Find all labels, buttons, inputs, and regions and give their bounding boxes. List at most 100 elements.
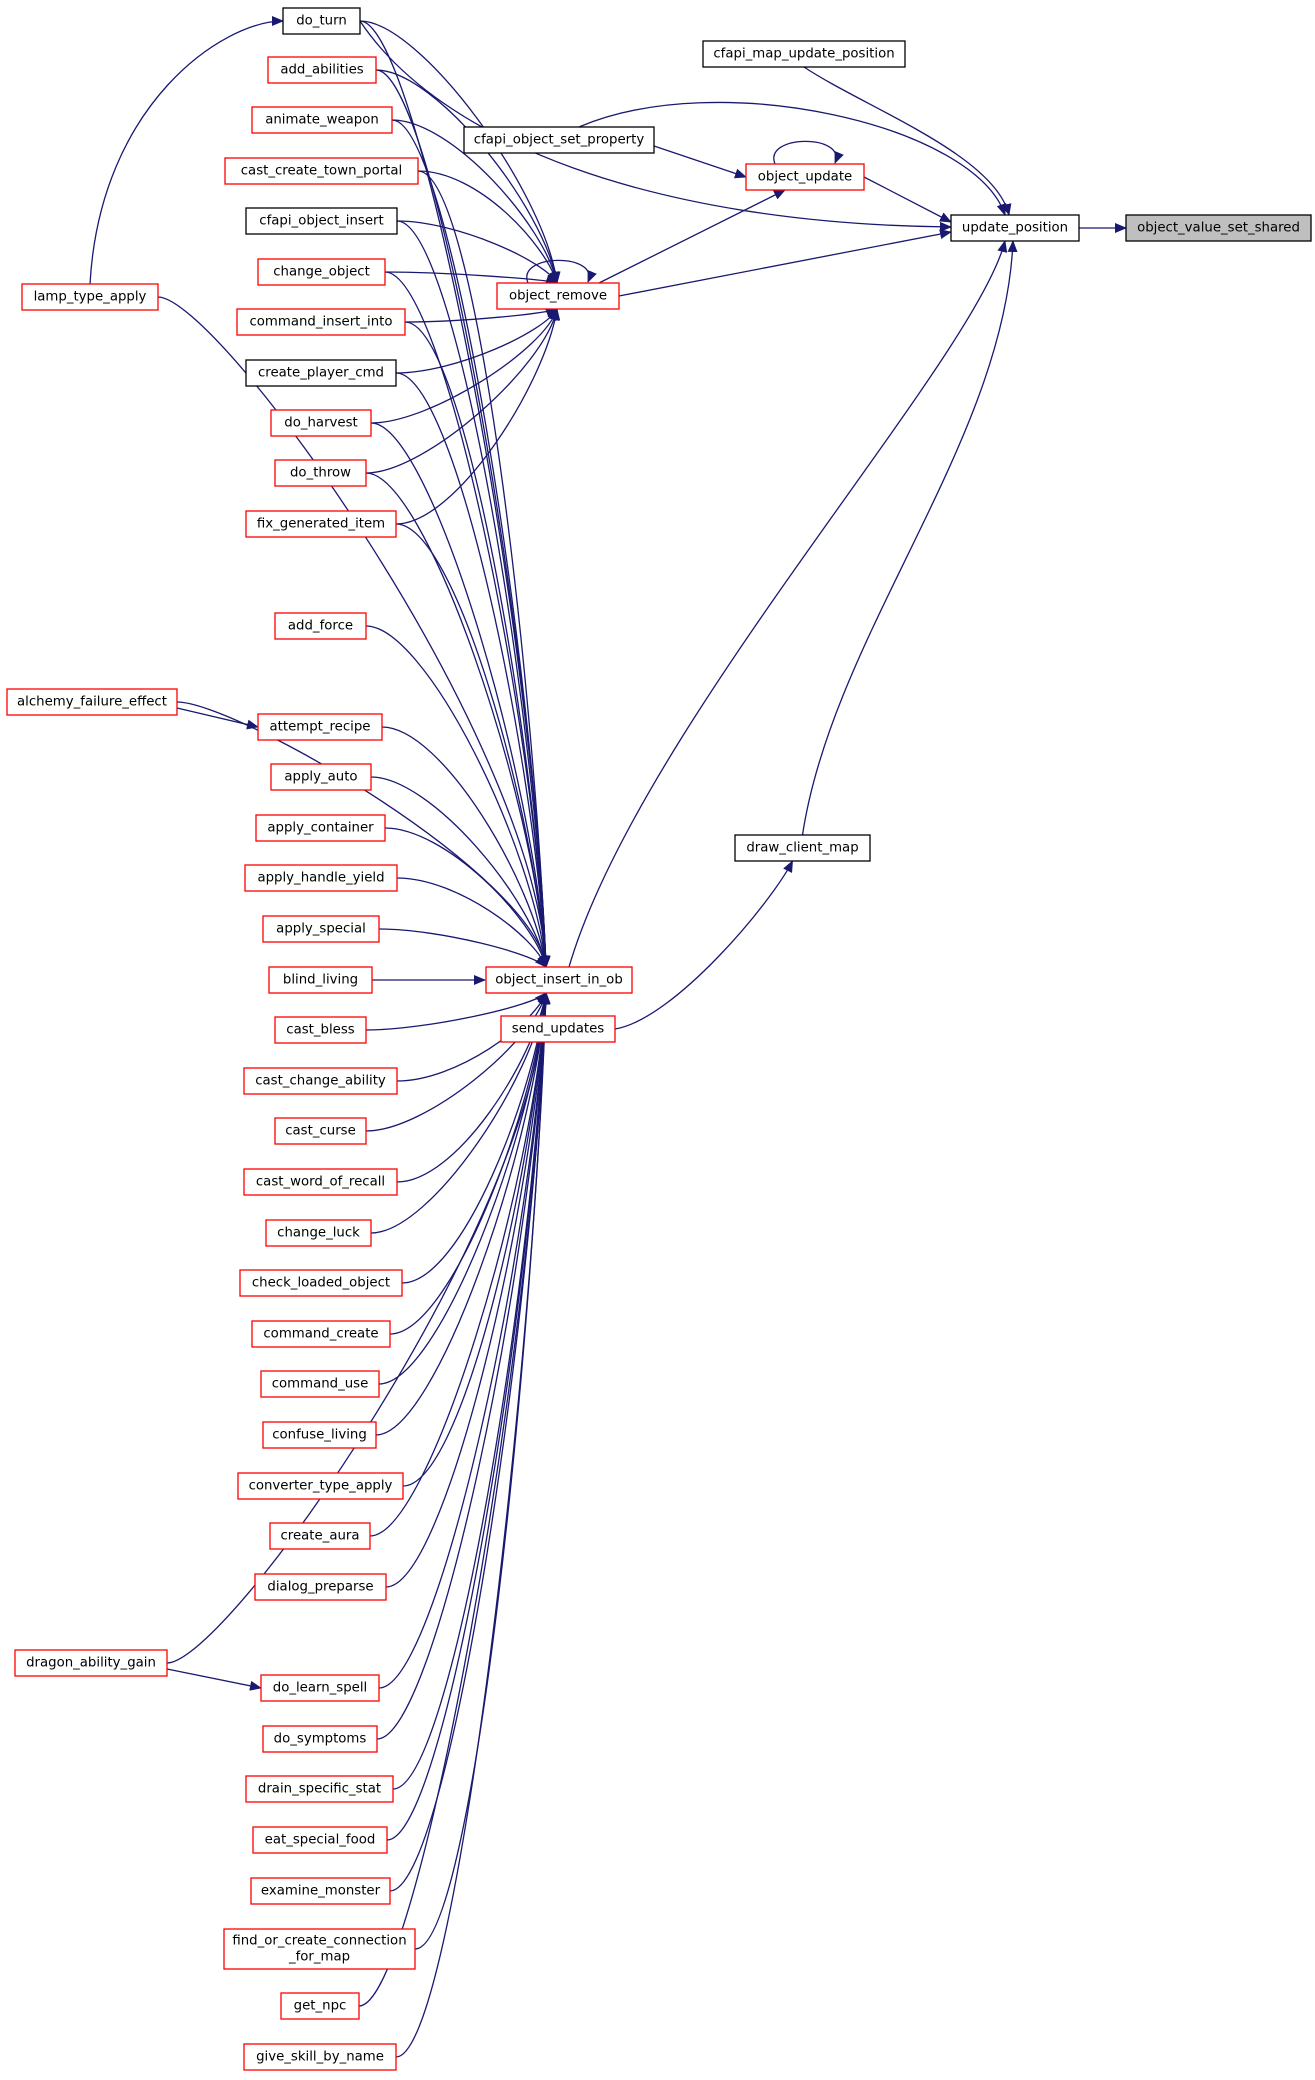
node-box — [251, 106, 393, 134]
node-box — [260, 1674, 380, 1702]
edge-cfapi_object_set_property-to-object_update — [653, 145, 747, 179]
node-eat-special-food[interactable]: eat_special_food — [252, 1826, 388, 1854]
node-box — [745, 163, 865, 191]
node-cast-word-of-recall[interactable]: cast_word_of_recall — [243, 1168, 398, 1196]
edge-alchemy_failure_effect-to-attempt_recipe — [176, 707, 259, 730]
node-get-npc[interactable]: get_npc — [280, 1992, 360, 2020]
node-label: cast_change_ability — [255, 1074, 386, 1089]
edge-object_update-to-update_position — [863, 176, 952, 223]
node-label: dialog_preparse — [267, 1580, 373, 1595]
node-box — [237, 1472, 404, 1500]
node-check-loaded-object[interactable]: check_loaded_object — [239, 1269, 403, 1297]
node-object-insert-in-ob[interactable]: object_insert_in_ob — [485, 966, 633, 994]
node-label: do_throw — [290, 466, 351, 481]
edge-command_create-to-object_insert_in_ob — [389, 992, 550, 1335]
edge-do_turn-to-update_position — [359, 20, 952, 232]
edge-apply_auto-to-object_insert_in_ob — [370, 776, 549, 968]
node-label: cfapi_object_insert — [259, 214, 383, 229]
node-label: lamp_type_apply — [34, 290, 147, 305]
node-apply-handle-yield[interactable]: apply_handle_yield — [244, 864, 398, 892]
node-label: confuse_living — [272, 1428, 367, 1443]
node-label: alchemy_failure_effect — [17, 695, 167, 710]
node-add-abilities[interactable]: add_abilities — [267, 56, 377, 84]
node-apply-auto[interactable]: apply_auto — [270, 763, 372, 791]
node-box — [243, 1067, 398, 1095]
node-dragon-ability-gain[interactable]: dragon_ability_gain — [14, 1649, 168, 1677]
node-change-object[interactable]: change_object — [257, 258, 386, 286]
node-cast-curse[interactable]: cast_curse — [274, 1117, 367, 1145]
node-create-aura[interactable]: create_aura — [269, 1522, 371, 1550]
node-apply-special[interactable]: apply_special — [262, 915, 380, 943]
node-box — [252, 1826, 388, 1854]
node-do-learn-spell[interactable]: do_learn_spell — [260, 1674, 380, 1702]
node-label: command_insert_into — [249, 315, 392, 330]
node-command-insert-into[interactable]: command_insert_into — [236, 308, 406, 336]
node-box — [245, 359, 397, 387]
node-command-use[interactable]: command_use — [260, 1370, 380, 1398]
node-label: create_aura — [280, 1529, 359, 1544]
node-cast-bless[interactable]: cast_bless — [274, 1016, 367, 1044]
node-label: cfapi_object_set_property — [474, 133, 645, 148]
node-label: eat_special_food — [265, 1833, 376, 1848]
node-box — [734, 834, 871, 862]
node-create-player-cmd[interactable]: create_player_cmd — [245, 359, 397, 387]
edge-change_object-to-object_remove — [384, 271, 558, 285]
node-box — [250, 1877, 391, 1905]
edge-add_abilities-to-object_insert_in_ob — [375, 69, 551, 968]
node-apply-container[interactable]: apply_container — [255, 814, 386, 842]
node-examine-monster[interactable]: examine_monster — [250, 1877, 391, 1905]
node-lamp-type-apply[interactable]: lamp_type_apply — [21, 283, 159, 311]
node-label: cast_create_town_portal — [241, 164, 403, 179]
node-draw-client-map[interactable]: draw_client_map — [734, 834, 871, 862]
node-cfapi-object-insert[interactable]: cfapi_object_insert — [245, 207, 398, 235]
node-do-symptoms[interactable]: do_symptoms — [262, 1725, 378, 1753]
node-label: animate_weapon — [265, 113, 379, 128]
node-animate-weapon[interactable]: animate_weapon — [251, 106, 393, 134]
node-send-updates[interactable]: send_updates — [500, 1015, 616, 1043]
node-object-remove[interactable]: object_remove — [496, 282, 620, 310]
edge-object_remove-to-update_position — [618, 229, 952, 297]
node-layer: object_value_set_shared update_position cf… — [6, 7, 1312, 2071]
edge-cfapi_object_set_property-to-update_position — [578, 101, 1007, 216]
node-box — [224, 157, 419, 185]
node-give-skill-by-name[interactable]: give_skill_by_name — [243, 2043, 397, 2071]
edge-do_learn_spell-to-object_insert_in_ob — [378, 992, 551, 1689]
edge-give_skill_by_name-to-object_insert_in_ob — [395, 992, 551, 2058]
node-cfapi-object-set-property[interactable]: cfapi_object_set_property — [463, 126, 655, 154]
node-alchemy-failure-effect[interactable]: alchemy_failure_effect — [6, 688, 178, 716]
node-confuse-living[interactable]: confuse_living — [262, 1421, 377, 1449]
node-drain-specific-stat[interactable]: drain_specific_stat — [245, 1775, 394, 1803]
node-find-or-create-connection-for-map[interactable]: find_or_create_connection_for_map — [223, 1928, 416, 1970]
node-box — [255, 814, 386, 842]
node-blind-living[interactable]: blind_living — [268, 966, 373, 994]
node-fix-generated-item[interactable]: fix_generated_item — [245, 510, 397, 538]
node-do-throw[interactable]: do_throw — [274, 459, 367, 487]
edge-fix_generated_item-to-object_remove — [395, 308, 561, 525]
node-attempt-recipe[interactable]: attempt_recipe — [257, 713, 383, 741]
edge-draw_client_map-to-update_position — [801, 240, 1018, 836]
node-object-update[interactable]: object_update — [745, 163, 865, 191]
edge-command_use-to-object_insert_in_ob — [378, 992, 551, 1385]
node-box — [239, 1269, 403, 1297]
node-label: do_symptoms — [274, 1732, 367, 1747]
node-object-value-set-shared[interactable]: object_value_set_shared — [1125, 214, 1312, 242]
node-converter-type-apply[interactable]: converter_type_apply — [237, 1472, 404, 1500]
node-update-position[interactable]: update_position — [950, 214, 1080, 242]
node-box — [268, 966, 373, 994]
node-cast-create-town-portal[interactable]: cast_create_town_portal — [224, 157, 419, 185]
node-add-force[interactable]: add_force — [274, 612, 367, 640]
node-cast-change-ability[interactable]: cast_change_ability — [243, 1067, 398, 1095]
node-label: apply_special — [276, 922, 366, 937]
node-dialog-preparse[interactable]: dialog_preparse — [254, 1573, 387, 1601]
node-cfapi-map-update-position[interactable]: cfapi_map_update_position — [702, 40, 906, 68]
node-do-harvest[interactable]: do_harvest — [270, 409, 372, 437]
node-change-luck[interactable]: change_luck — [265, 1219, 372, 1247]
node-box — [262, 915, 380, 943]
node-box — [244, 864, 398, 892]
node-box — [463, 126, 655, 154]
node-command-create[interactable]: command_create — [251, 1320, 391, 1348]
node-do-turn[interactable]: do_turn — [282, 7, 361, 35]
edge-apply_special-to-object_insert_in_ob — [378, 928, 547, 968]
node-label: apply_auto — [284, 770, 357, 785]
